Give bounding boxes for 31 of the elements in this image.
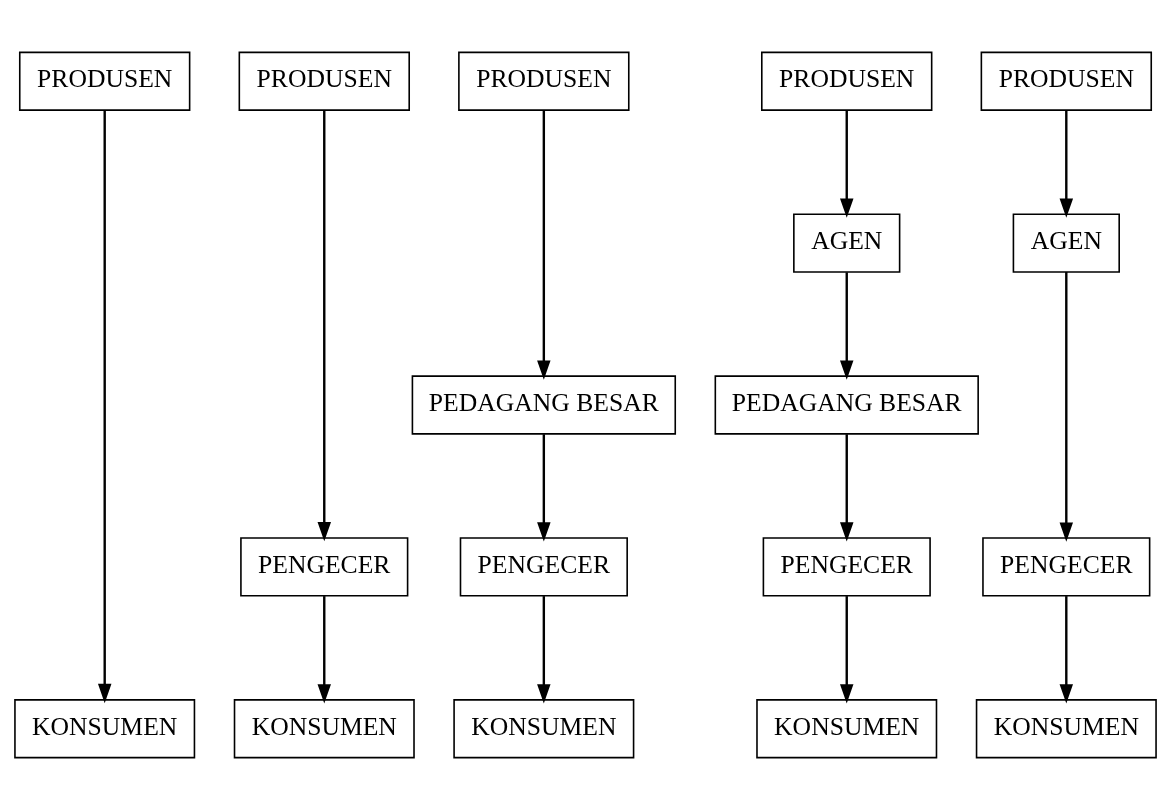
- arrow: [537, 596, 551, 704]
- arrow: [537, 434, 551, 542]
- arrow: [537, 110, 551, 380]
- node-box: PRODUSEN: [18, 51, 191, 111]
- node-box: AGEN: [1012, 213, 1120, 273]
- node-box: PEDAGANG BESAR: [411, 375, 677, 435]
- node-box: KONSUMEN: [14, 699, 196, 759]
- node-box: PRODUSEN: [980, 51, 1153, 111]
- node-box: PEDAGANG BESAR: [714, 375, 979, 435]
- arrow: [317, 596, 331, 704]
- arrow: [840, 596, 854, 704]
- arrow: [97, 110, 112, 704]
- node-box: PENGECER: [459, 537, 628, 597]
- node-box: AGEN: [793, 213, 901, 273]
- node-box: PRODUSEN: [761, 51, 933, 111]
- arrow: [317, 110, 331, 542]
- node-box: PRODUSEN: [458, 51, 630, 111]
- node-box: PENGECER: [762, 537, 931, 597]
- node-box: KONSUMEN: [453, 699, 635, 759]
- arrow: [840, 110, 854, 218]
- node-box: PRODUSEN: [238, 51, 410, 111]
- node-box: PENGECER: [982, 537, 1151, 597]
- node-box: KONSUMEN: [756, 699, 938, 759]
- node-box: KONSUMEN: [975, 699, 1157, 759]
- arrow: [1059, 272, 1074, 542]
- node-box: KONSUMEN: [233, 699, 415, 759]
- node-box: PENGECER: [240, 537, 409, 597]
- arrow: [840, 434, 854, 542]
- arrow: [840, 272, 854, 380]
- arrow: [1059, 596, 1074, 704]
- arrow: [1059, 110, 1074, 218]
